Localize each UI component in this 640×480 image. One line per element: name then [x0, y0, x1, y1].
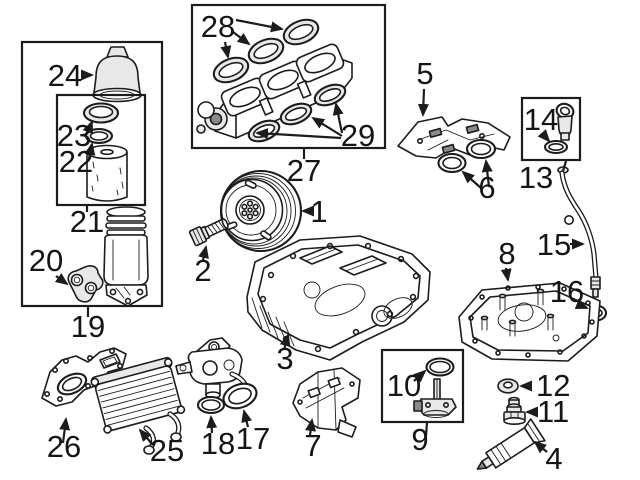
callout-7: 7 [304, 428, 321, 463]
callout-arrows [54, 18, 589, 454]
part-seal-ring-large [82, 102, 120, 124]
group-box-13 [520, 96, 582, 162]
callout-9: 9 [411, 422, 428, 457]
group-box-21 [55, 93, 147, 207]
callout-27: 27 [287, 153, 321, 188]
callout-15: 15 [537, 227, 571, 262]
part-seal-rings-6 [437, 138, 497, 174]
part-drain-plug [503, 396, 526, 425]
part-lower-oil-pan [458, 282, 601, 362]
part-oil-filter-cap [92, 46, 142, 103]
part-pump-seal [196, 395, 226, 415]
part-bracket [67, 265, 104, 303]
callout-13: 13 [519, 160, 553, 195]
callout-20: 20 [29, 243, 63, 278]
part-sealant-tube [476, 418, 546, 470]
callout-6: 6 [478, 170, 495, 205]
callout-25: 25 [150, 433, 184, 468]
callout-14: 14 [524, 102, 558, 137]
callout-23: 23 [57, 118, 91, 153]
part-filter-housing [103, 206, 149, 307]
group-box-9 [380, 348, 465, 424]
callout-12: 12 [536, 368, 570, 403]
callout-18: 18 [201, 426, 235, 461]
part-intake-manifold [196, 43, 353, 139]
callout-8: 8 [498, 236, 515, 271]
callout-3: 3 [276, 341, 293, 376]
group-box-27 [190, 3, 387, 150]
callout-17: 17 [236, 421, 270, 456]
callout-19: 19 [71, 309, 105, 344]
callout-10: 10 [387, 368, 421, 403]
part-crankshaft-pulley [219, 169, 303, 253]
callout-4: 4 [545, 441, 562, 476]
callout-5: 5 [416, 56, 433, 91]
callout-2: 2 [194, 253, 211, 288]
callout-1: 1 [310, 194, 327, 229]
part-pulley-bolt [188, 218, 229, 247]
callout-24: 24 [48, 58, 82, 93]
part-cap-seal [543, 139, 569, 155]
callout-21: 21 [70, 204, 104, 239]
part-oil-level-sensor [413, 378, 457, 418]
part-intake-gaskets-upper [212, 18, 320, 84]
part-dipstick-tube [557, 166, 601, 298]
callout-11: 11 [537, 394, 569, 429]
part-gasket-plate [41, 347, 127, 407]
part-filler-cap [555, 102, 575, 141]
callout-28: 28 [201, 9, 235, 44]
group-box-19 [20, 40, 164, 308]
part-upper-oil-pan [246, 235, 431, 361]
part-drain-plug-washer [497, 378, 519, 394]
callout-16: 16 [550, 274, 584, 309]
callout-22: 22 [59, 144, 93, 179]
part-baffle-bracket [292, 367, 361, 438]
callout-29: 29 [341, 118, 375, 153]
part-sensor-seal [425, 357, 455, 377]
part-oil-pump [175, 337, 258, 410]
callout-26: 26 [47, 429, 81, 464]
